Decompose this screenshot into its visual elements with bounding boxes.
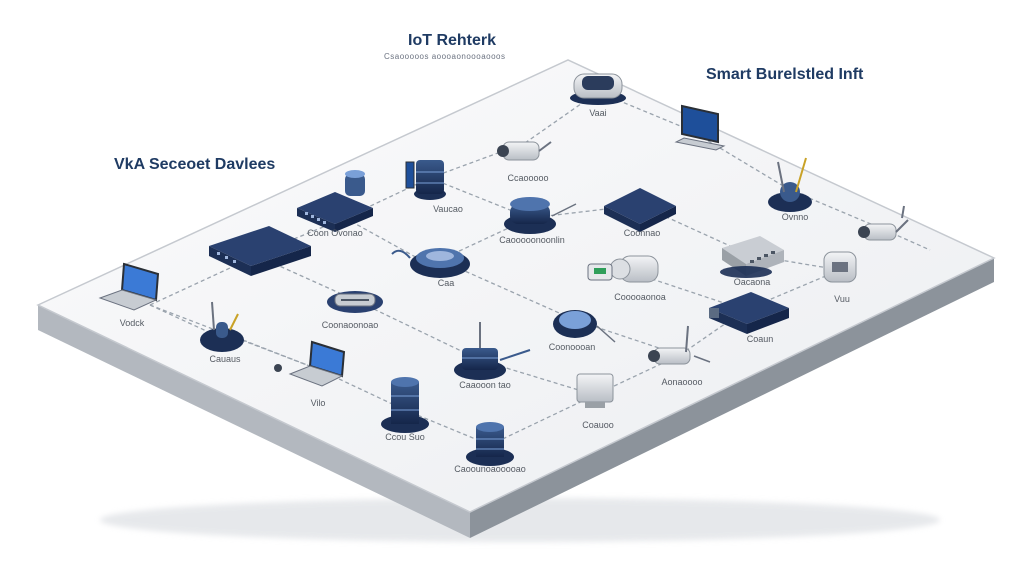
device-caption-laptop-lower: Vilo bbox=[311, 398, 326, 408]
device-caption-router-mid-right: Coaun bbox=[747, 334, 774, 344]
server-stack-icon[interactable] bbox=[405, 160, 446, 200]
security-camera-icon[interactable] bbox=[497, 141, 552, 161]
security-camera-icon[interactable] bbox=[648, 325, 711, 365]
device-caption-disc-right: Coonoooan bbox=[549, 342, 596, 352]
device-caption-antenna-left: Cauaus bbox=[209, 354, 241, 364]
device-caption-camera-upper: Ccaooooo bbox=[507, 173, 548, 183]
device-caption-printer-lower: Coauoo bbox=[582, 420, 614, 430]
device-caption-switch-upper-left: Coon Ovonao bbox=[307, 228, 363, 238]
disc-hub-icon[interactable] bbox=[391, 248, 470, 278]
platform-right-side bbox=[470, 258, 994, 538]
diagram-title: IoT Rehterk bbox=[408, 32, 497, 49]
network-link bbox=[429, 177, 531, 219]
device-caption-router-upper-right: Coonnao bbox=[624, 228, 661, 238]
network-switch-icon[interactable] bbox=[720, 236, 784, 278]
router-icon[interactable] bbox=[604, 188, 676, 232]
adapter-icon[interactable] bbox=[327, 291, 383, 313]
antenna-hub-icon[interactable] bbox=[768, 157, 812, 212]
database-icon[interactable] bbox=[381, 377, 429, 433]
laptop-icon[interactable] bbox=[98, 262, 160, 311]
device-caption-server-stack-upper: Vaucao bbox=[433, 204, 463, 214]
platform-top bbox=[36, 59, 996, 513]
device-caption-laptop-left: Vodck bbox=[120, 318, 145, 328]
security-camera-icon[interactable] bbox=[587, 255, 659, 283]
device-caption-camera-far-right: Vuu bbox=[834, 294, 850, 304]
devices-layer bbox=[98, 73, 909, 466]
gateway-icon[interactable] bbox=[454, 322, 531, 380]
label-right: Smart Burelstled Inft bbox=[706, 66, 864, 83]
diagram-subtitle: Csaooooos aoooaonoooaooos bbox=[384, 52, 506, 61]
disc-hub-icon[interactable] bbox=[553, 310, 616, 343]
antenna-hub-icon[interactable] bbox=[200, 301, 244, 352]
router-icon[interactable] bbox=[209, 226, 311, 276]
device-caption-disc-center: Caa bbox=[438, 278, 455, 288]
printer-icon[interactable] bbox=[576, 373, 614, 408]
device-caption-dome-camera-top: Vaai bbox=[589, 108, 606, 118]
network-switch-icon[interactable] bbox=[297, 170, 373, 232]
device-caption-adapter-left: Coonaoonoao bbox=[322, 320, 379, 330]
security-camera-icon[interactable] bbox=[858, 205, 909, 241]
device-caption-antenna-right: Ovnno bbox=[782, 212, 809, 222]
device-caption-database-bottom: Caoounoaooooao bbox=[454, 464, 526, 474]
platform-left-side bbox=[38, 305, 470, 538]
network-link bbox=[524, 91, 599, 144]
network-link bbox=[489, 394, 596, 446]
network-link bbox=[479, 359, 596, 396]
device-caption-gateway-lower: Caaooon tao bbox=[459, 380, 511, 390]
laptop-icon[interactable] bbox=[274, 340, 346, 387]
hub-icon[interactable] bbox=[504, 197, 577, 234]
smart-speaker-icon[interactable] bbox=[823, 251, 857, 283]
dome-camera-icon[interactable] bbox=[570, 73, 626, 105]
network-link bbox=[354, 299, 481, 361]
monitor-icon[interactable] bbox=[674, 104, 726, 151]
platform bbox=[36, 59, 996, 542]
database-icon[interactable] bbox=[466, 422, 514, 466]
label-left: VkA Seceoet Davlees bbox=[114, 156, 276, 173]
network-link bbox=[149, 304, 216, 336]
network-link bbox=[254, 254, 356, 301]
device-caption-database-lower: Ccou Suo bbox=[385, 432, 425, 442]
device-caption-switch-right: Oacaona bbox=[734, 277, 771, 287]
device-caption-hub-central: Caooooonoonlin bbox=[499, 235, 565, 245]
network-link bbox=[404, 409, 491, 446]
device-caption-camera-lower-right: Aonaoooo bbox=[661, 377, 702, 387]
device-caption-camera-mid: Cooooaonoa bbox=[614, 292, 666, 302]
router-icon[interactable] bbox=[709, 292, 789, 334]
network-link bbox=[689, 129, 791, 191]
network-link bbox=[149, 267, 231, 306]
